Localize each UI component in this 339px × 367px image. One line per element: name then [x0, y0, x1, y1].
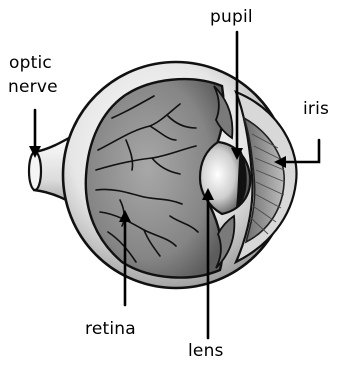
lens-label: lens: [188, 342, 224, 360]
optic-nerve-label-line1: optic: [9, 54, 52, 72]
iris-label: iris: [303, 100, 329, 118]
retina-label: retina: [85, 320, 136, 338]
optic-nerve-label-line2: nerve: [8, 78, 58, 96]
pupil-label: pupil: [210, 8, 253, 26]
